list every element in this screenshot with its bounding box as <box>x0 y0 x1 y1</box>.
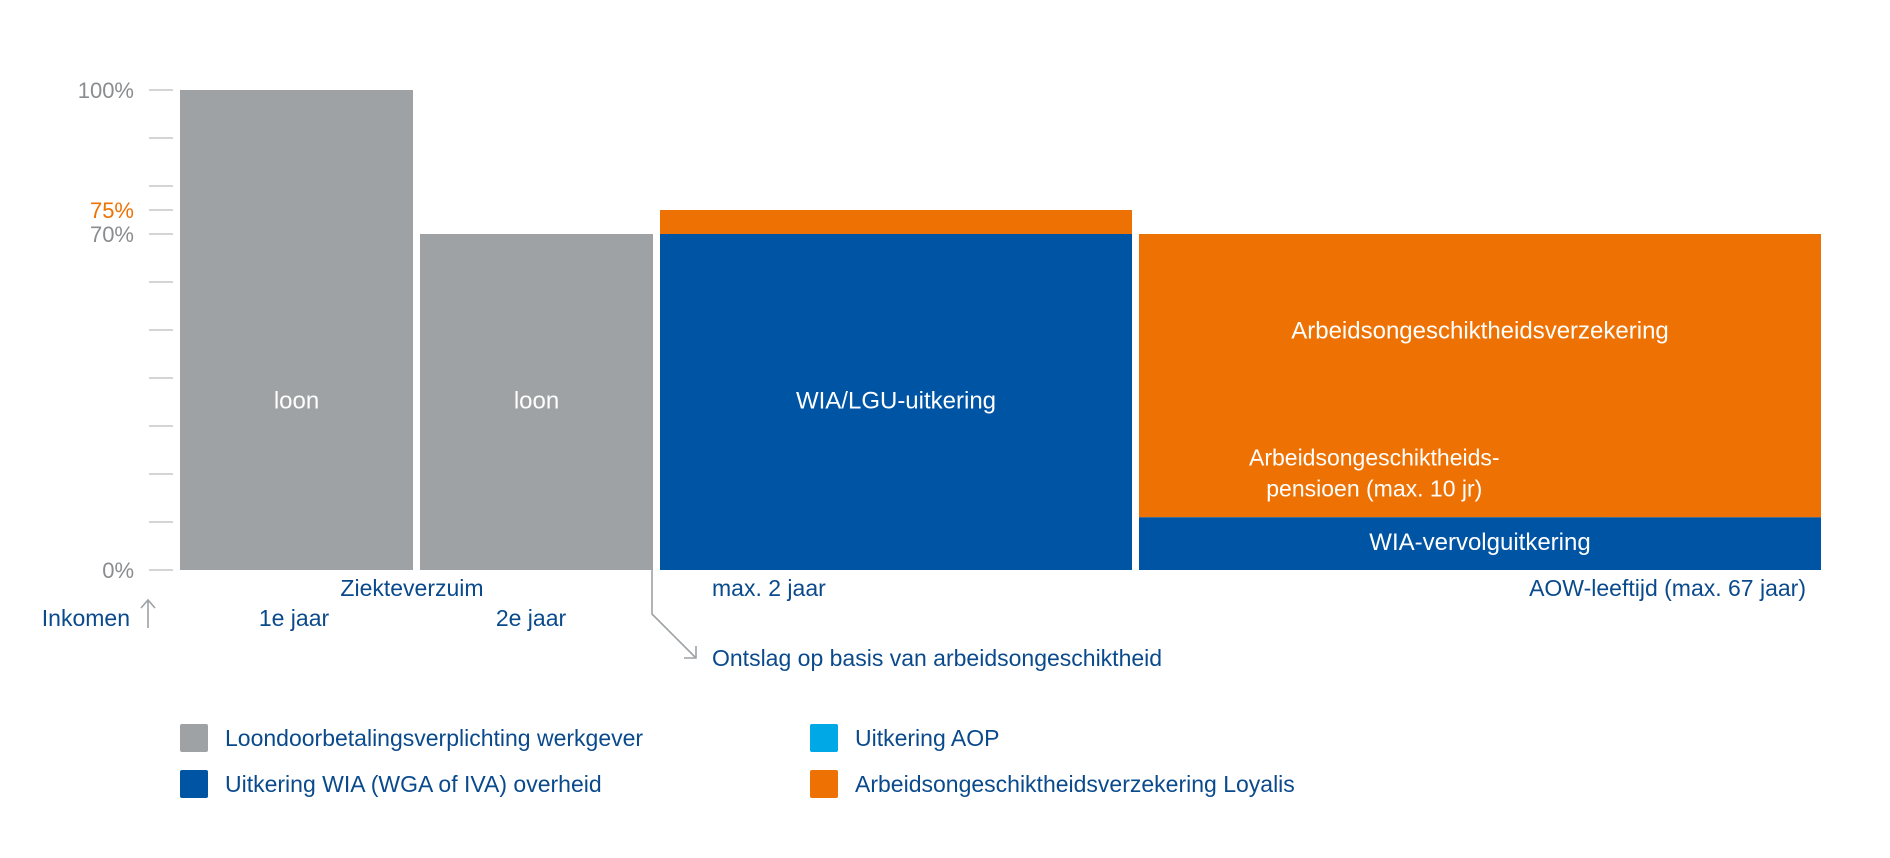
legend-label: Loondoorbetalingsverplichting werkgever <box>225 725 643 751</box>
x-label-jaar2: 2e jaar <box>496 605 567 631</box>
legend-swatch <box>180 724 208 752</box>
x-label-jaar1: 1e jaar <box>259 605 330 631</box>
y-axis: 100% 75%70% 0% <box>78 78 173 583</box>
bar-label-aop: Arbeidsongeschiktheids- <box>1249 445 1500 471</box>
legend-label: Uitkering AOP <box>855 725 999 751</box>
x-labels: Ziekteverzuim 1e jaar 2e jaar max. 2 jaa… <box>42 566 1806 671</box>
ontslag-arrow-icon <box>651 566 697 659</box>
bar-label-aop: pensioen (max. 10 jr) <box>1266 476 1482 502</box>
legend-label: Arbeidsongeschiktheidsverzekering Loyali… <box>855 771 1295 797</box>
bar-label-wia-vervolg: WIA-vervolguitkering <box>1369 529 1590 556</box>
y-tick-label: 100% <box>78 78 134 103</box>
bar-loon-2 <box>420 234 653 570</box>
legend-swatch <box>810 724 838 752</box>
bar-wia-vervolg <box>1139 517 1821 570</box>
bar-label-loon-2: loon <box>514 387 559 414</box>
x-label-ziekteverzuim: Ziekteverzuim <box>340 575 483 601</box>
bar-wia-lgu-top <box>660 210 1132 234</box>
y-tick-label: 75% <box>90 198 134 223</box>
up-arrow-icon <box>140 598 156 628</box>
legend-swatch <box>810 770 838 798</box>
bar-wia-lgu <box>660 234 1132 570</box>
x-label-aow: AOW-leeftijd (max. 67 jaar) <box>1529 575 1806 601</box>
bar-aov <box>1139 234 1821 518</box>
y-tick-label: 70% <box>90 222 134 247</box>
legend-swatch <box>180 770 208 798</box>
bar-label-wia-lgu: WIA/LGU-uitkering <box>796 387 996 414</box>
ontslag-annotation: Ontslag op basis van arbeidsongeschikthe… <box>712 645 1162 671</box>
ontslag-arrowhead-icon <box>684 646 697 659</box>
y-tick-label: 0% <box>102 558 134 583</box>
bar-label-loon-1: loon <box>274 387 319 414</box>
legend-label: Uitkering WIA (WGA of IVA) overheid <box>225 771 602 797</box>
x-label-max2: max. 2 jaar <box>712 575 826 601</box>
y-axis-label: Inkomen <box>42 605 130 631</box>
bar-label-aov: Arbeidsongeschiktheidsverzekering <box>1291 317 1669 344</box>
bars: loon loon WIA/LGU-uitkeringWIA-vervolguitk… <box>180 90 1821 570</box>
bar-loon-1 <box>180 90 413 570</box>
